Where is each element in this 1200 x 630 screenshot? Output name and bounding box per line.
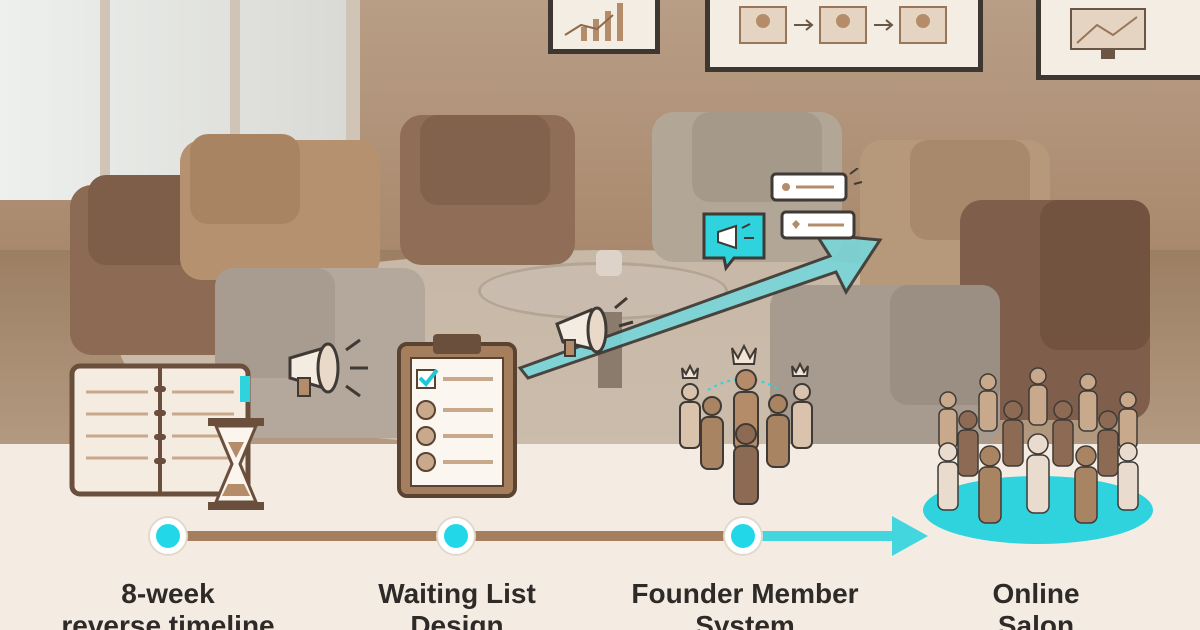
wall-frame-monitor: [1036, 0, 1200, 80]
timeline-node-2: [438, 518, 474, 554]
step-label-waiting-list: Waiting List Design: [378, 578, 536, 630]
clipboard-checklist-icon: [397, 334, 517, 498]
timeline-node-1: [150, 518, 186, 554]
step-label-founder-member: Founder Member System: [631, 578, 859, 630]
timeline-track-highlight: [744, 531, 904, 541]
timeline-node-3: [725, 518, 761, 554]
hourglass-icon: [208, 418, 264, 510]
founder-group-icon: [679, 343, 813, 505]
timeline-arrow-head: [892, 516, 928, 556]
potted-plant: [596, 250, 622, 276]
step-label-reverse-timeline: 8-week reverse timeline: [61, 578, 275, 630]
armchair: [400, 115, 575, 265]
crowd-icon: [923, 367, 1153, 544]
megaphone-icon: [555, 296, 634, 357]
megaphone-icon: [288, 338, 368, 398]
megaphone-badge-icon: [702, 212, 766, 272]
wall-frame-chart: [548, 0, 660, 54]
growth-arrow: [517, 232, 883, 380]
chat-bubble-icon: [770, 168, 863, 240]
armchair: [180, 134, 380, 280]
planner-icon: [69, 363, 251, 497]
wall-frame-process: [705, 0, 983, 72]
step-label-online-salon: Online Salon: [992, 578, 1080, 630]
